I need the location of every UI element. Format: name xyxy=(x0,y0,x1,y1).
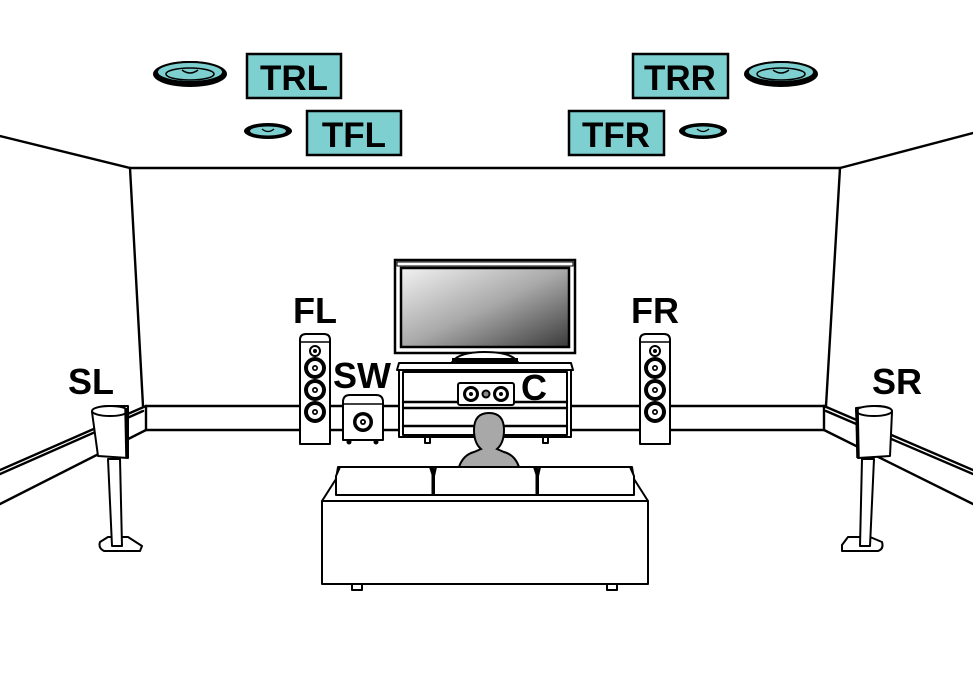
listener-silhouette xyxy=(457,411,521,468)
svg-text:TRL: TRL xyxy=(260,59,328,98)
ceiling-speaker-trr xyxy=(744,61,818,87)
label-tfr: TFR xyxy=(567,109,666,157)
subwoofer xyxy=(342,394,384,445)
ceiling-speaker-tfl xyxy=(244,123,292,139)
label-tfl: TFL xyxy=(305,109,403,157)
center-speaker xyxy=(457,382,515,406)
label-fr: FR xyxy=(631,290,679,331)
label-trl: TRL xyxy=(245,52,343,100)
sofa xyxy=(321,466,649,591)
surround-left-speaker xyxy=(91,405,143,552)
front-right-speaker xyxy=(639,333,671,445)
label-fl: FL xyxy=(293,290,337,331)
ceiling-speaker-tfr xyxy=(679,123,727,139)
label-sw: SW xyxy=(333,355,391,396)
front-left-speaker xyxy=(299,333,331,445)
label-sr: SR xyxy=(872,361,922,402)
surround-right-speaker xyxy=(841,405,893,552)
ceiling-speaker-trl xyxy=(153,61,227,87)
svg-text:TFL: TFL xyxy=(322,116,386,155)
label-c: C xyxy=(521,367,547,408)
svg-text:TFR: TFR xyxy=(582,116,650,155)
television xyxy=(393,258,577,363)
svg-text:TRR: TRR xyxy=(644,59,716,98)
label-sl: SL xyxy=(68,361,114,402)
label-trr: TRR xyxy=(631,52,730,100)
